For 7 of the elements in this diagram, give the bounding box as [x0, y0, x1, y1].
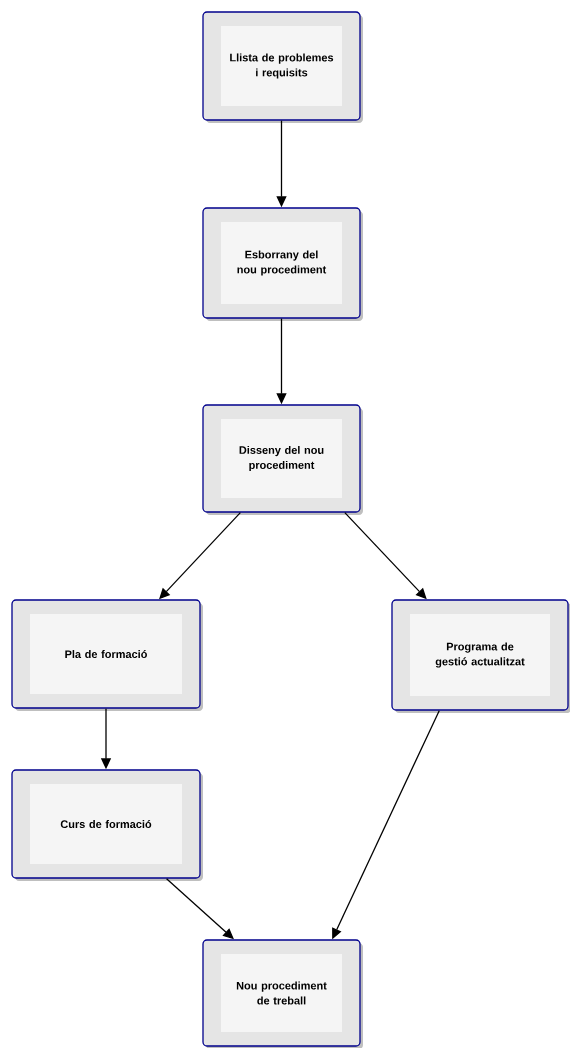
process-box: Llista de problemes i requisits — [202, 11, 363, 123]
process-box: Nou procediment de treball — [202, 939, 363, 1048]
process-box: Curs de formació — [11, 769, 203, 881]
process-box: Disseny del nou procediment — [202, 404, 363, 515]
process-box: Esborrany del nou procediment — [202, 207, 363, 321]
process-box: Pla de formació — [11, 599, 203, 711]
process-box: Programa de gestió actualitzat — [391, 599, 570, 713]
